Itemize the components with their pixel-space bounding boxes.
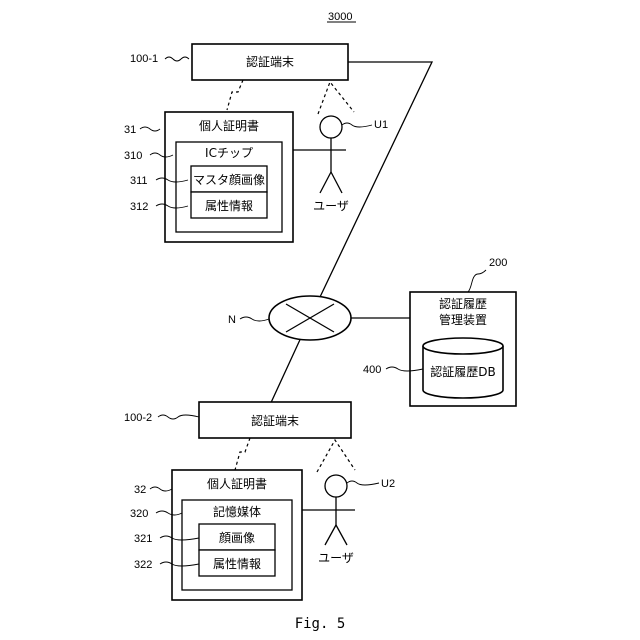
personal-certificate-2: 個人証明書 記憶媒体 顔画像 属性情報: [172, 470, 302, 600]
history-management-device: 認証履歴 管理装置 認証履歴DB: [410, 292, 516, 406]
auth-terminal-1-label: 認証端末: [246, 54, 294, 69]
wireless-link-1: [227, 80, 243, 110]
ref-n: N: [228, 314, 236, 326]
ref-321: 321: [134, 533, 152, 545]
camera-view-1: [318, 82, 354, 114]
attribute-info-1-label: 属性情報: [205, 199, 253, 213]
user-1-label: ユーザ: [313, 199, 349, 213]
storage-medium-label: 記憶媒体: [213, 504, 261, 519]
attribute-info-2-label: 属性情報: [213, 557, 261, 571]
network-node: [269, 296, 351, 340]
leader-100-1: [165, 57, 189, 61]
leader-u1: [342, 123, 372, 127]
ref-320: 320: [130, 508, 148, 520]
ref-u1: U1: [374, 119, 388, 131]
face-image-label: 顔画像: [219, 530, 255, 545]
master-face-image-label: マスタ顔画像: [193, 172, 265, 187]
leader-200: [468, 270, 486, 292]
ref-312: 312: [130, 201, 148, 213]
ref-400: 400: [363, 364, 381, 376]
history-db-label: 認証履歴DB: [430, 364, 495, 379]
ref-100-1: 100-1: [130, 53, 158, 65]
ref-311: 311: [130, 175, 148, 187]
auth-terminal-2: 認証端末: [199, 402, 351, 438]
user-2-figure: [302, 475, 355, 545]
personal-certificate-1: 個人証明書 ICチップ マスタ顔画像 属性情報: [165, 112, 293, 242]
leader-100-2: [158, 415, 199, 419]
ic-chip-label: ICチップ: [205, 146, 253, 160]
leader-31: [140, 127, 160, 131]
user-1-figure: [293, 116, 346, 193]
ref-200: 200: [489, 257, 507, 269]
auth-terminal-2-label: 認証端末: [251, 413, 299, 428]
auth-terminal-1: 認証端末: [192, 44, 348, 80]
figure-number: 3000: [328, 11, 352, 23]
leader-n: [240, 317, 269, 321]
ref-322: 322: [134, 559, 152, 571]
user-2-label: ユーザ: [318, 551, 354, 565]
database-cylinder-top: [423, 338, 503, 354]
figure-caption: Fig. 5: [295, 616, 346, 632]
history-device-label-2: 管理装置: [439, 312, 487, 327]
certificate-2-label: 個人証明書: [207, 477, 267, 491]
ref-u2: U2: [381, 478, 395, 490]
ref-32: 32: [134, 484, 146, 496]
leader-32: [150, 487, 172, 491]
camera-view-2: [317, 440, 355, 472]
wireless-link-2: [235, 438, 250, 470]
ref-310: 310: [124, 150, 142, 162]
ref-31: 31: [124, 124, 136, 136]
history-device-label-1: 認証履歴: [439, 296, 487, 311]
ref-100-2: 100-2: [124, 412, 152, 424]
leader-u2: [347, 481, 379, 485]
certificate-1-label: 個人証明書: [199, 119, 259, 133]
